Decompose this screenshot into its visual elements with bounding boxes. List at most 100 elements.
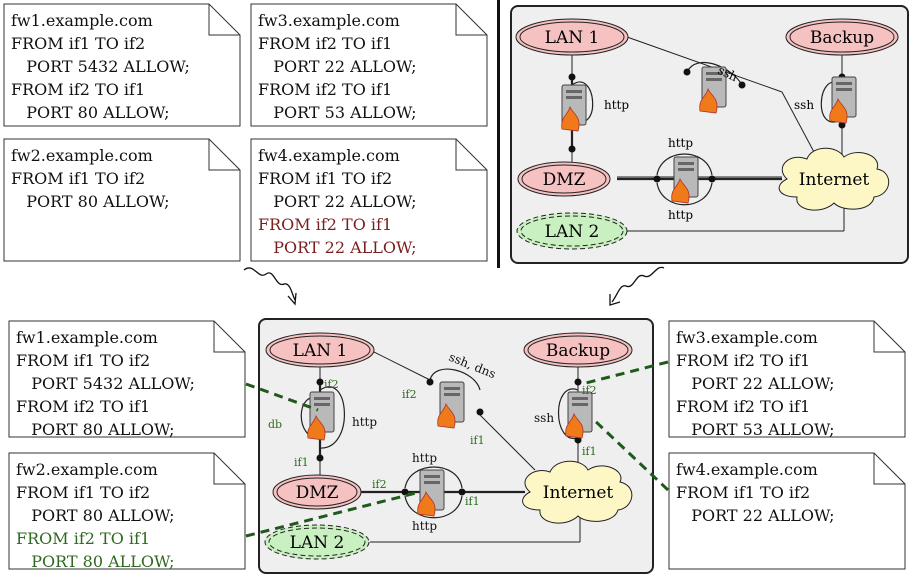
- node-lan2: LAN 2: [264, 524, 370, 560]
- firewall-icon: [561, 84, 587, 132]
- firewall-icon: [417, 469, 445, 517]
- rule-line: PORT 80 ALLOW;: [31, 420, 175, 439]
- label-if2: if2: [324, 378, 339, 391]
- rule-line: FROM if1 TO if2: [16, 351, 151, 370]
- note-frame: [250, 3, 488, 127]
- note-frame: [8, 320, 246, 438]
- label-ssh-dns: ssh, dns: [447, 350, 498, 381]
- note-host: fw1.example.com: [16, 328, 158, 347]
- note-host: fw1.example.com: [11, 11, 153, 30]
- firewall-icon: [829, 76, 857, 124]
- rule-line: PORT 53 ALLOW;: [691, 420, 835, 439]
- node-internet: Internet: [778, 147, 890, 211]
- rule-line: FROM if2 TO if1: [258, 34, 393, 53]
- squiggle-arrow-left: [243, 267, 297, 306]
- rule-line: PORT 22 ALLOW;: [691, 374, 835, 393]
- node-backup: Backup: [523, 332, 633, 368]
- node-lan1: LAN 1: [515, 18, 629, 56]
- label-if1: if1: [465, 495, 480, 508]
- label-http: http: [604, 98, 629, 112]
- rule-line: FROM if2 TO if1: [676, 397, 811, 416]
- rule-line: PORT 22 ALLOW;: [273, 192, 417, 211]
- rule-line: PORT 53 ALLOW;: [273, 103, 417, 122]
- note-frame: [668, 452, 906, 570]
- label-if2: if2: [372, 478, 387, 491]
- rule-line: PORT 5432 ALLOW;: [26, 57, 190, 76]
- note-frame: [250, 138, 488, 262]
- rule-line: FROM if1 TO if2: [676, 483, 811, 502]
- label-ssh: ssh: [794, 98, 814, 112]
- squiggle-arrow-right: [609, 266, 665, 306]
- label-http: http: [352, 415, 377, 429]
- label-ssh: ssh: [534, 411, 554, 425]
- note-host: fw3.example.com: [676, 328, 818, 347]
- rule-line: FROM if1 TO if2: [11, 169, 146, 188]
- svg-text:LAN 1: LAN 1: [293, 341, 348, 361]
- note-host: fw3.example.com: [258, 11, 400, 30]
- note-host: fw4.example.com: [258, 146, 400, 165]
- rule-line-highlighted: PORT 22 ALLOW;: [273, 238, 417, 257]
- rule-line-highlighted: FROM if2 TO if1: [16, 529, 151, 548]
- svg-text:DMZ: DMZ: [543, 170, 586, 190]
- note-host: fw2.example.com: [11, 146, 153, 165]
- label-http: http: [412, 519, 437, 533]
- rule-line: PORT 80 ALLOW;: [31, 506, 175, 525]
- rule-line: FROM if2 TO if1: [11, 80, 146, 99]
- note-top-fw1: fw1.example.com FROM if1 TO if2 PORT 543…: [3, 3, 241, 127]
- divider: [497, 0, 500, 268]
- note-host: fw2.example.com: [16, 460, 158, 479]
- rule-line-highlighted: PORT 80 ALLOW;: [31, 552, 175, 571]
- rule-line: PORT 5432 ALLOW;: [31, 374, 195, 393]
- svg-text:LAN 1: LAN 1: [545, 28, 600, 48]
- note-frame: [3, 3, 241, 127]
- note-top-fw2: fw2.example.com FROM if1 TO if2 PORT 80 …: [3, 138, 241, 262]
- svg-text:LAN 2: LAN 2: [545, 222, 600, 242]
- label-http: http: [668, 208, 693, 222]
- label-if1: if1: [582, 445, 597, 458]
- rule-line: FROM if2 TO if1: [258, 80, 393, 99]
- rule-line-highlighted: FROM if2 TO if1: [258, 215, 393, 234]
- note-bottom-fw1: fw1.example.com FROM if1 TO if2 PORT 543…: [8, 320, 246, 439]
- label-http: http: [412, 451, 437, 465]
- note-frame: [8, 452, 246, 570]
- svg-text:LAN 2: LAN 2: [290, 533, 345, 553]
- label-if2: if2: [582, 384, 597, 397]
- label-if2: if2: [402, 388, 417, 401]
- note-bottom-fw4: fw4.example.com FROM if1 TO if2 PORT 22 …: [668, 452, 906, 570]
- label-db: db: [268, 418, 282, 431]
- rule-line: FROM if1 TO if2: [16, 483, 151, 502]
- firewall-icon: [437, 381, 465, 429]
- rule-line: PORT 22 ALLOW;: [691, 506, 835, 525]
- note-frame: [668, 320, 906, 438]
- svg-text:Internet: Internet: [799, 170, 870, 190]
- rule-line: FROM if1 TO if2: [11, 34, 146, 53]
- note-bottom-fw2: fw2.example.com FROM if1 TO if2 PORT 80 …: [8, 452, 246, 571]
- firewall-icon: [671, 156, 699, 204]
- top-network-panel: LAN 1 Backup DMZ LAN 2 Internet http ssh…: [510, 5, 909, 264]
- label-if1: if1: [294, 456, 309, 469]
- note-frame: [3, 138, 241, 262]
- node-lan2: LAN 2: [516, 212, 628, 250]
- svg-text:Internet: Internet: [543, 483, 614, 503]
- label-if1: if1: [470, 434, 485, 447]
- svg-text:Backup: Backup: [546, 341, 610, 361]
- firewall-icon: [565, 391, 593, 439]
- top-network-diagram: LAN 1 Backup DMZ LAN 2 Internet http ssh…: [515, 18, 899, 250]
- rule-line: PORT 80 ALLOW;: [26, 192, 170, 211]
- rule-line: FROM if2 TO if1: [16, 397, 151, 416]
- node-dmz: DMZ: [272, 474, 362, 510]
- note-host: fw4.example.com: [676, 460, 818, 479]
- firewall-icon: [699, 66, 727, 114]
- note-bottom-fw3: fw3.example.com FROM if2 TO if1 PORT 22 …: [668, 320, 906, 439]
- node-lan1: LAN 1: [265, 332, 375, 368]
- node-dmz: DMZ: [517, 161, 611, 197]
- note-top-fw4: fw4.example.com FROM if1 TO if2 PORT 22 …: [250, 138, 488, 262]
- label-http: http: [668, 136, 693, 150]
- note-top-fw3: fw3.example.com FROM if2 TO if1 PORT 22 …: [250, 3, 488, 127]
- rule-line: PORT 22 ALLOW;: [273, 57, 417, 76]
- firewall-icon: [307, 391, 335, 441]
- node-internet: Internet: [522, 460, 633, 524]
- bottom-network-panel: LAN 1 Backup DMZ LAN 2 Internet if2 if1 …: [258, 318, 654, 574]
- rule-line: FROM if1 TO if2: [258, 169, 393, 188]
- rule-line: PORT 80 ALLOW;: [26, 103, 170, 122]
